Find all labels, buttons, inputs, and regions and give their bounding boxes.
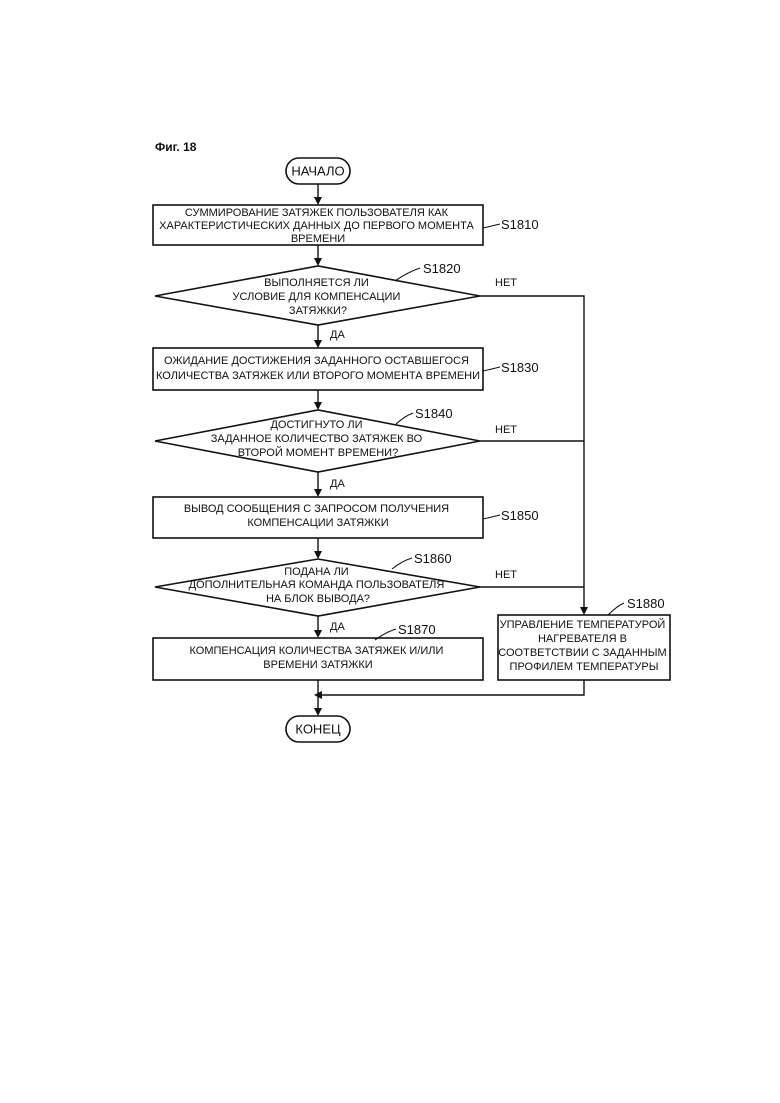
end-terminal: КОНЕЦ	[286, 716, 350, 742]
decision-s1820-no-label: НЕТ	[495, 277, 517, 289]
step-s1810: СУММИРОВАНИЕ ЗАТЯЖЕК ПОЛЬЗОВАТЕЛЯ КАК ХА…	[153, 205, 539, 245]
decision-s1820: ВЫПОЛНЯЕТСЯ ЛИ УСЛОВИЕ ДЛЯ КОМПЕНСАЦИИ З…	[155, 261, 517, 341]
decision-s1840-yes-label: ДА	[330, 478, 345, 490]
start-terminal: НАЧАЛО	[286, 158, 350, 184]
decision-s1820-yes-label: ДА	[330, 329, 345, 341]
figure-title: Фиг. 18	[155, 140, 197, 154]
end-label: КОНЕЦ	[295, 722, 341, 737]
step-s1850: ВЫВОД СООБЩЕНИЯ С ЗАПРОСОМ ПОЛУЧЕНИЯ КОМ…	[153, 497, 539, 538]
decision-s1840-no-label: НЕТ	[495, 424, 517, 436]
step-s1880-id: S1880	[627, 596, 665, 611]
decision-s1840: ДОСТИГНУТО ЛИ ЗАДАННОЕ КОЛИЧЕСТВО ЗАТЯЖЕ…	[155, 406, 517, 490]
start-label: НАЧАЛО	[291, 164, 344, 179]
step-s1810-id: S1810	[501, 217, 539, 232]
decision-s1820-id: S1820	[423, 261, 461, 276]
decision-s1840-id: S1840	[415, 406, 453, 421]
decision-s1860: ПОДАНА ЛИ ДОПОЛНИТЕЛЬНАЯ КОМАНДА ПОЛЬЗОВ…	[155, 551, 517, 633]
step-s1830: ОЖИДАНИЕ ДОСТИЖЕНИЯ ЗАДАННОГО ОСТАВШЕГОС…	[153, 348, 539, 390]
decision-s1860-no-label: НЕТ	[495, 569, 517, 581]
step-s1830-id: S1830	[501, 360, 539, 375]
decision-s1860-yes-label: ДА	[330, 621, 345, 633]
step-s1870-id: S1870	[398, 622, 436, 637]
decision-s1860-id: S1860	[414, 551, 452, 566]
step-s1850-id: S1850	[501, 508, 539, 523]
